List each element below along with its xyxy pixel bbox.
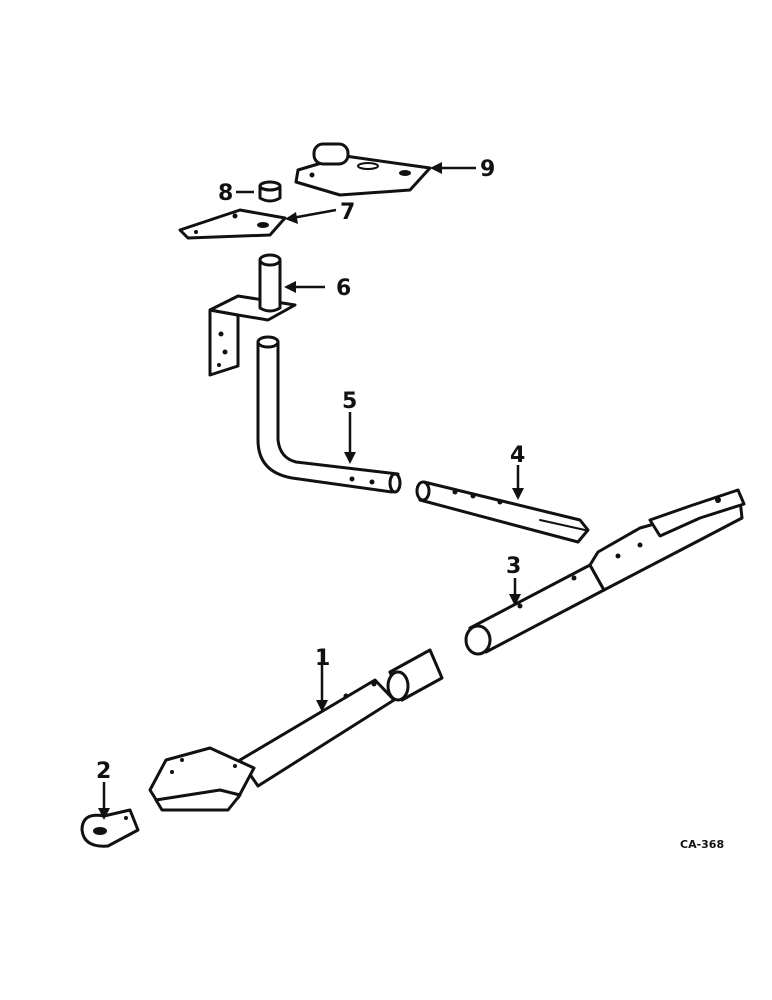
part-3-tube — [464, 488, 746, 656]
callout-7: 7 — [340, 200, 355, 225]
part-7-gasket-plate — [178, 208, 287, 240]
callout-leaders — [98, 162, 524, 820]
part-8-bushing — [258, 180, 282, 203]
part-5-l-tube — [256, 335, 402, 494]
callout-4: 4 — [510, 443, 525, 468]
part-4-tube — [415, 480, 590, 544]
callout-3: 3 — [506, 554, 521, 579]
callout-9: 9 — [480, 157, 495, 182]
part-9-hinge-plate — [294, 142, 432, 197]
callout-5: 5 — [342, 389, 357, 414]
part-1-drawbar — [148, 648, 444, 812]
figure-code: CA-368 — [680, 838, 724, 851]
callout-2: 2 — [96, 759, 111, 784]
callout-6: 6 — [336, 276, 351, 301]
callout-8: 8 — [218, 181, 233, 206]
callout-1: 1 — [315, 646, 330, 671]
part-2-hitch-clevis — [80, 808, 140, 848]
part-6-bracket — [208, 253, 297, 377]
